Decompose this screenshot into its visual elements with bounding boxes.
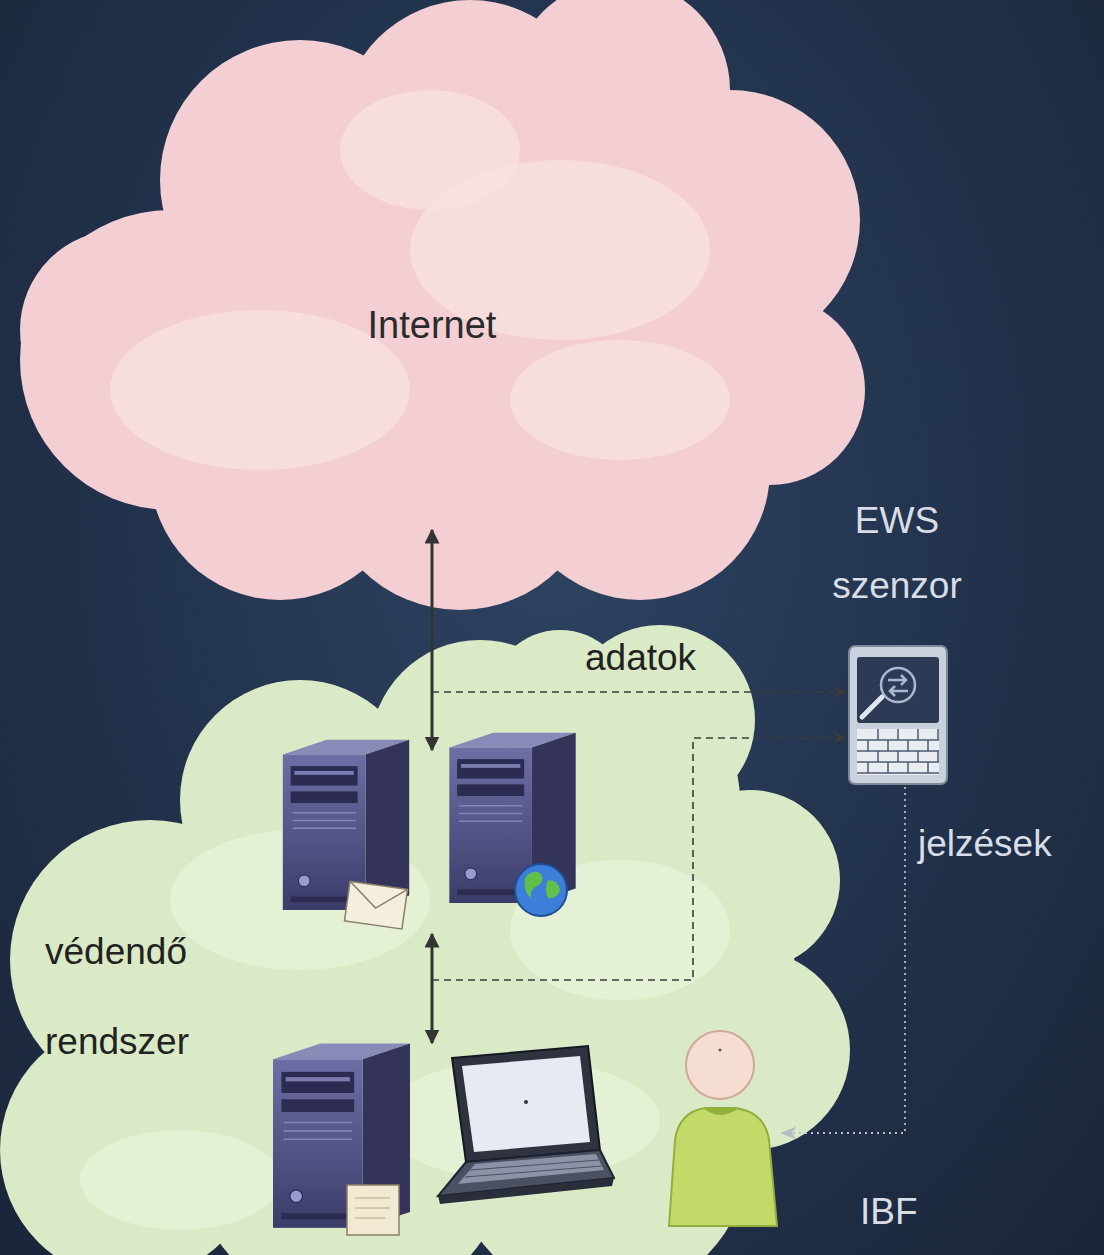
- operator-node: IBF: [665, 1020, 780, 1230]
- mail-envelope: [344, 881, 407, 929]
- sensor-device: [849, 646, 947, 784]
- internal-link-arrow: [431, 934, 434, 1043]
- cloud-highlight: [340, 90, 520, 210]
- cloud-highlight: [380, 1060, 660, 1180]
- node-shape: [20, 0, 860, 530]
- cloud-highlight: [510, 340, 730, 460]
- cloud-highlight: [80, 1130, 280, 1230]
- sensor-label: EWS szenzor: [812, 488, 982, 618]
- protected-system-cloud: védendő rendszerIBF: [10, 690, 850, 1255]
- data-feed-arrow: [432, 691, 846, 693]
- green-cloud: [0, 625, 850, 1255]
- system-label: védendő rendszer: [45, 907, 275, 1087]
- cloud-highlight: [510, 860, 730, 1000]
- internet-cloud: Internet: [20, 0, 860, 530]
- operator-label: IBF: [860, 1190, 960, 1234]
- cloud-highlight: [170, 830, 430, 970]
- node-shape: [665, 1020, 780, 1230]
- mail-server: [283, 740, 409, 910]
- edge-label: adatok: [585, 636, 696, 680]
- uplink-arrow: [431, 530, 434, 750]
- file-document: [347, 1185, 399, 1235]
- node-shape: [848, 645, 948, 785]
- operator-figure: [669, 1031, 777, 1226]
- pink-cloud: [20, 0, 865, 610]
- edge-label: jelzések: [918, 822, 1052, 866]
- cloud-highlight: [110, 310, 410, 470]
- sensor-node: EWS szenzor: [848, 645, 948, 785]
- cloud-label: Internet: [282, 303, 582, 347]
- web-globe: [515, 864, 567, 916]
- laptop: [438, 1046, 614, 1204]
